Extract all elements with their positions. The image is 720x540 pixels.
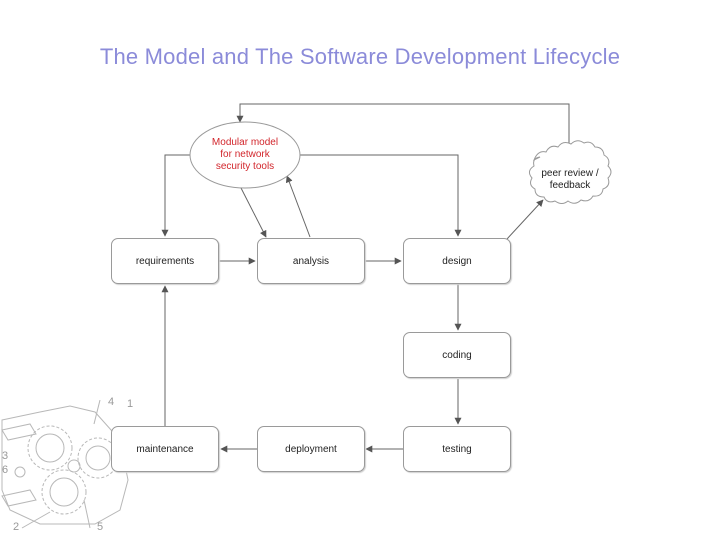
gear-label-6: 6 (2, 464, 9, 476)
coding-box[interactable]: coding (403, 332, 511, 378)
gear-label-4: 4 (108, 396, 115, 408)
design-box[interactable]: design (403, 238, 511, 284)
arrow-model-to-analysis (239, 185, 267, 238)
gear-label-5: 5 (97, 521, 104, 533)
gear-mechanism-illustration (1, 400, 129, 529)
arrow-design-to-peer-review (506, 199, 544, 240)
peer-review-cloud (528, 140, 612, 204)
arrow-model-to-requirements (161, 154, 190, 237)
model-label[interactable]: Modular model for network security tools (211, 137, 279, 172)
arrow-model-to-design (292, 154, 462, 237)
analysis-box[interactable]: analysis (257, 238, 365, 284)
gear-label-2: 2 (13, 521, 20, 533)
model-ellipse (189, 121, 301, 189)
peer-review-label[interactable]: peer review / feedback (541, 168, 599, 191)
maintenance-box[interactable]: maintenance (111, 426, 219, 472)
requirements-box[interactable]: requirements (111, 238, 219, 284)
arrow-peer-review-to-model (236, 103, 570, 152)
deployment-box[interactable]: deployment (257, 426, 365, 472)
slide-title: The Model and The Software Development L… (99, 44, 621, 69)
testing-box[interactable]: testing (403, 426, 511, 472)
gear-label-1: 1 (127, 398, 134, 410)
arrow-analysis-to-model (285, 175, 311, 238)
gear-label-3: 3 (2, 450, 9, 462)
